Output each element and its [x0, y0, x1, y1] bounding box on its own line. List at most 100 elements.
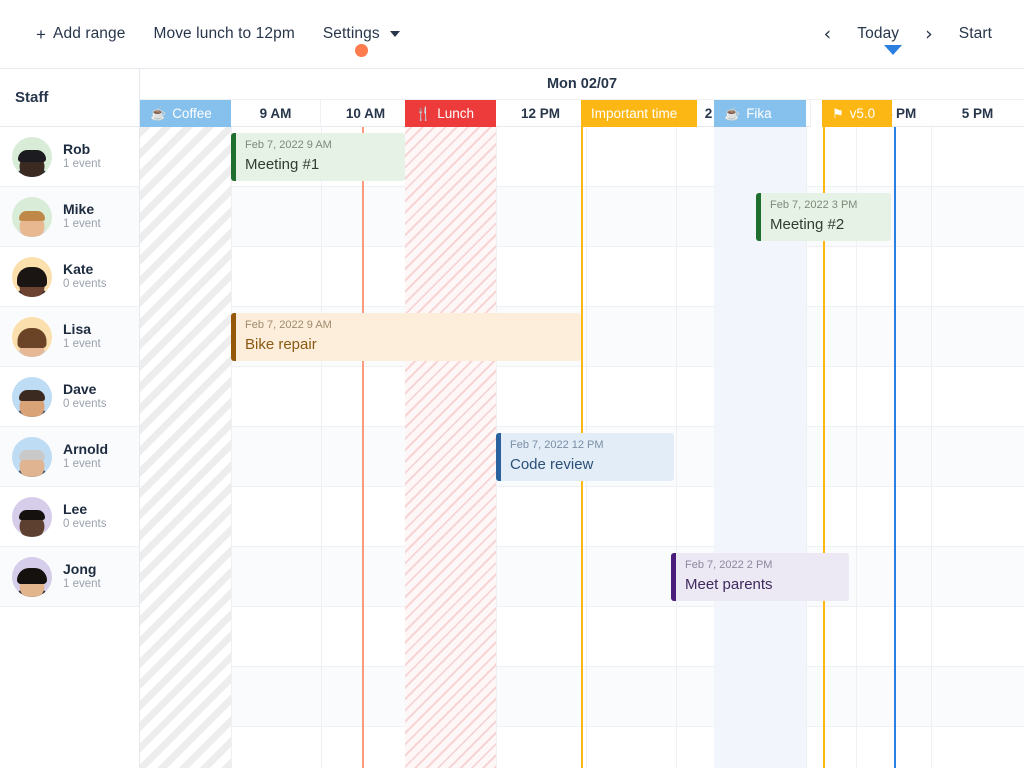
grid-line — [231, 127, 232, 768]
time-tick: 9 AM — [231, 100, 321, 127]
range-chip-label: Lunch — [437, 106, 474, 121]
grid-line — [856, 127, 857, 768]
staff-event-count: 0 events — [63, 518, 107, 531]
time-tick-label: 9 AM — [259, 105, 292, 121]
staff-name: Kate — [63, 261, 94, 278]
range-chip-label: v5.0 — [849, 106, 876, 121]
lunch-zone — [405, 127, 496, 768]
staff-name: Dave — [63, 381, 97, 398]
time-tick: 10 AM — [321, 100, 411, 127]
orange-dot-marker[interactable] — [355, 44, 368, 57]
event-accent-bar — [496, 433, 501, 481]
coffee-mug-icon: ☕ — [724, 106, 741, 121]
time-tick-label: 12 PM — [520, 105, 561, 121]
range-chip-label: Coffee — [172, 106, 212, 121]
range-chip-label: Fika — [746, 106, 772, 121]
add-range-label: Add range — [53, 25, 126, 42]
event-accent-bar — [756, 193, 761, 241]
staff-event-count: 1 event — [63, 218, 101, 231]
v50-line[interactable] — [823, 127, 825, 768]
event-time: Feb 7, 2022 2 PM — [685, 559, 773, 572]
avatar-hair — [19, 449, 45, 460]
event-accent-bar — [231, 133, 236, 181]
range-chip-fika[interactable]: ☕ Fika — [714, 100, 806, 127]
add-range-button[interactable]: + Add range — [22, 19, 139, 49]
toolbar-right-group: ‹ Today › Start — [810, 19, 1024, 49]
now-line[interactable] — [362, 127, 364, 768]
range-chip-important-time[interactable]: Important time — [581, 100, 697, 127]
cutlery-icon: 🍴 — [415, 106, 432, 121]
toolbar: + Add range Move lunch to 12pm Settings … — [0, 0, 1024, 69]
deadline-line[interactable] — [894, 127, 896, 768]
event-title: Bike repair — [245, 336, 317, 354]
avatar-hair — [17, 327, 47, 348]
avatar — [12, 556, 52, 597]
time-tick-label: 4 PM — [884, 105, 917, 121]
avatar-hair — [17, 266, 47, 287]
staff-name: Lee — [63, 501, 88, 518]
avatar-hair — [17, 567, 47, 584]
avatar — [12, 136, 52, 177]
start-button[interactable]: Start — [947, 19, 1004, 49]
grid-line — [321, 127, 322, 768]
move-lunch-label: Move lunch to 12pm — [153, 25, 295, 42]
avatar-hair — [19, 210, 45, 221]
blue-triangle-marker[interactable] — [884, 45, 902, 55]
event-card[interactable]: Feb 7, 2022 12 PM Code review — [496, 433, 674, 481]
staff-event-count: 0 events — [63, 278, 107, 291]
chevron-right-icon[interactable]: › — [925, 22, 933, 45]
range-chip-coffee[interactable]: ☕Coffee — [140, 100, 231, 127]
event-accent-bar — [671, 553, 676, 601]
settings-button[interactable]: Settings — [309, 19, 414, 49]
range-chip-label: Important time — [591, 106, 678, 121]
avatar — [12, 196, 52, 237]
settings-label: Settings — [322, 25, 380, 42]
range-chip-lunch[interactable]: 🍴 Lunch — [405, 100, 496, 127]
avatar-hair — [18, 149, 46, 162]
date-label: Mon 02/07 — [140, 69, 1024, 100]
event-title: Code review — [510, 456, 594, 474]
event-time: Feb 7, 2022 12 PM — [510, 439, 604, 452]
event-title: Meet parents — [685, 576, 773, 594]
grid-line — [931, 127, 932, 768]
move-lunch-button[interactable]: Move lunch to 12pm — [139, 19, 308, 49]
coffee-zone — [140, 127, 231, 768]
time-tick-label: 10 AM — [345, 105, 386, 121]
today-button[interactable]: Today — [845, 19, 911, 49]
grid-line — [676, 127, 677, 768]
time-tick-label: 5 PM — [961, 105, 994, 121]
event-card[interactable]: Feb 7, 2022 2 PM Meet parents — [671, 553, 849, 601]
staff-name: Jong — [63, 561, 97, 578]
flag-icon: ⚑ — [832, 106, 844, 121]
avatar — [12, 436, 52, 477]
event-time: Feb 7, 2022 3 PM — [770, 199, 858, 212]
range-chip-v5-0[interactable]: ⚑ v5.0 — [822, 100, 892, 127]
avatar — [12, 376, 52, 417]
chevron-down-icon — [389, 31, 400, 37]
chevron-left-icon[interactable]: ‹ — [823, 22, 832, 45]
avatar — [12, 496, 52, 537]
staff-name: Arnold — [63, 441, 109, 458]
